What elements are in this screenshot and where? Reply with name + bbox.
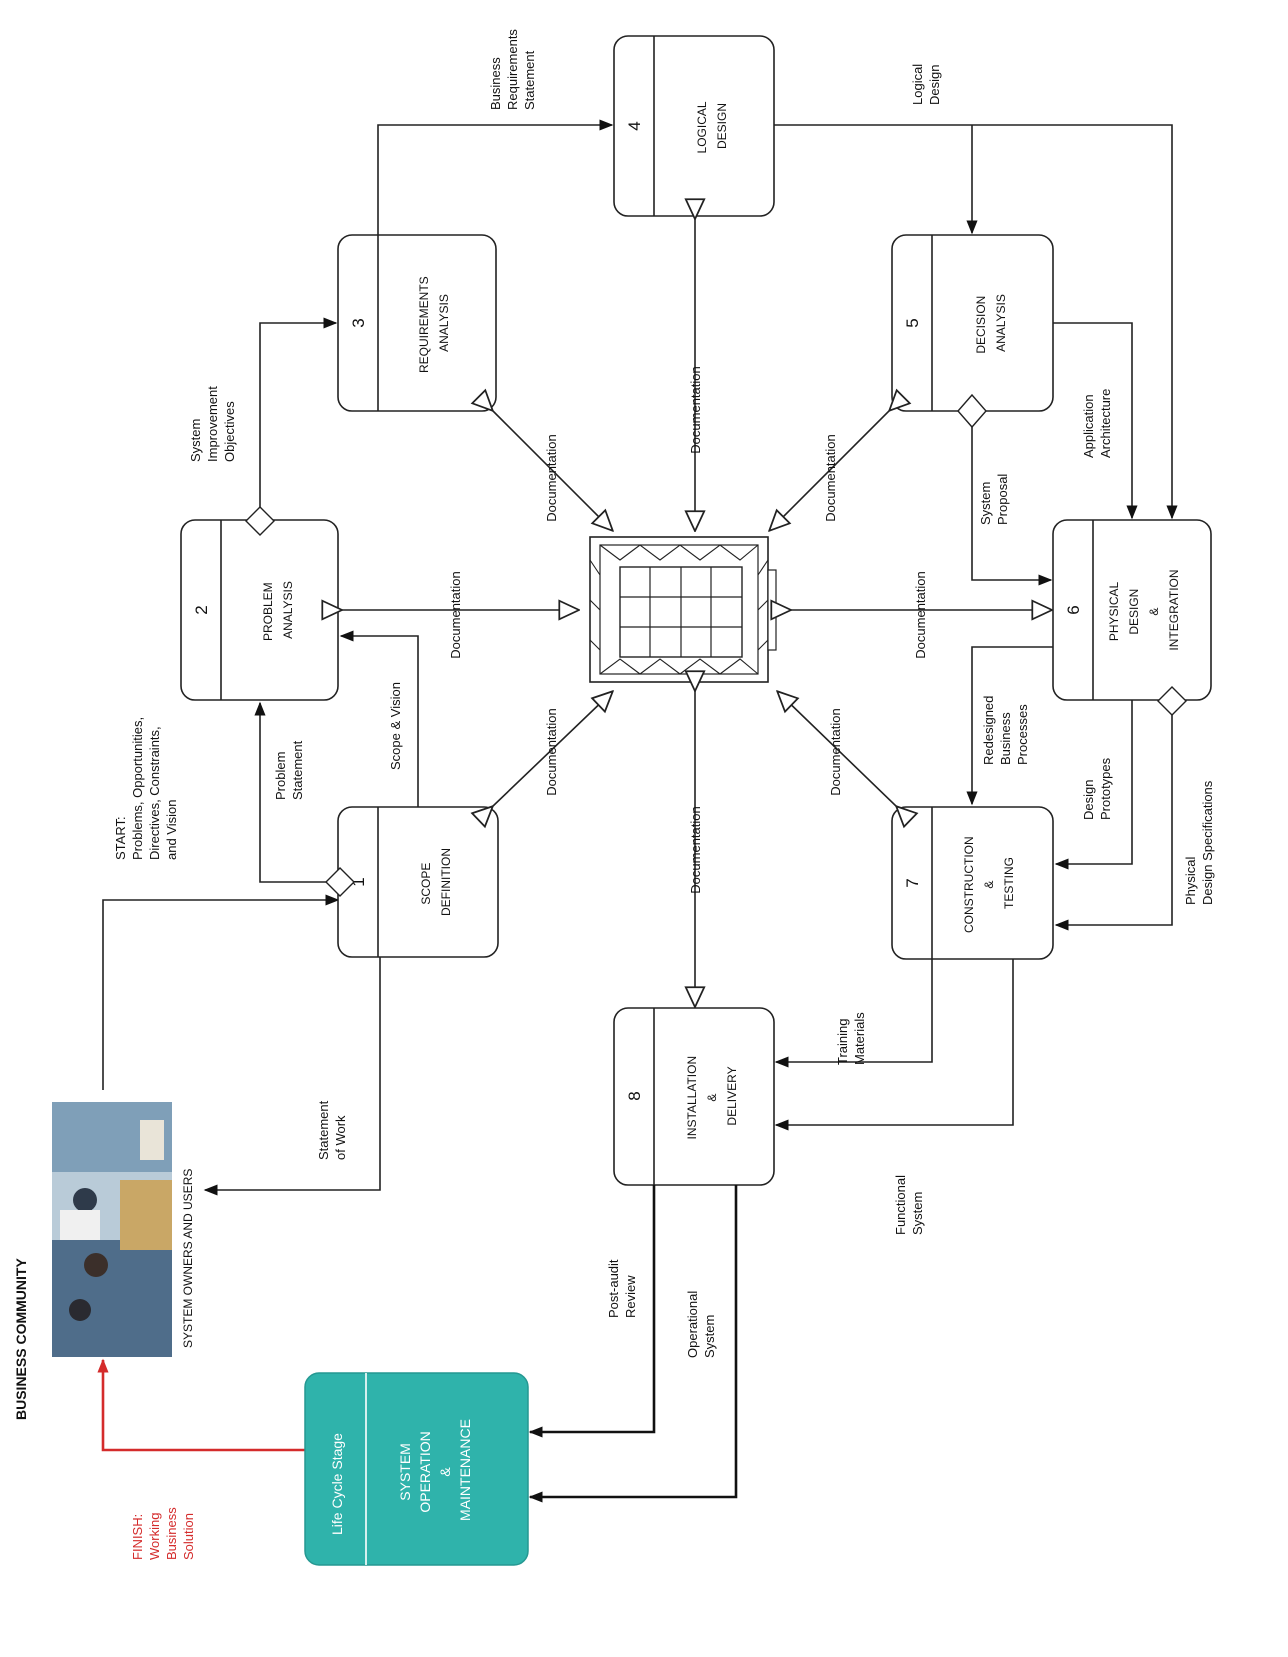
stage-7-construction-testing: 7 CONSTRUCTION & TESTING	[892, 807, 1053, 959]
stage-6-physical-design-integration: 6 PHYSICAL DESIGN & INTEGRATION	[1053, 520, 1211, 715]
design-prototypes-label: Design Prototypes	[1081, 757, 1113, 820]
scope-vision-label: Scope & Vision	[388, 682, 403, 770]
business-requirements-statement-label: Business Requirements Statement	[488, 25, 537, 110]
stage-4-number: 4	[625, 121, 644, 130]
documentation-label-stage-7: Documentation	[828, 708, 843, 795]
documentation-label-stage-8: Documentation	[688, 806, 703, 893]
application-architecture-label: Application Architecture	[1081, 389, 1113, 458]
statement-of-work-arrow	[205, 956, 380, 1190]
stage-2-problem-analysis: 2 PROBLEM ANALYSIS	[181, 507, 338, 700]
repository-icon	[590, 537, 776, 682]
physical-design-specifications-arrow	[1056, 715, 1172, 925]
post-audit-review-label: Post-audit Review	[606, 1256, 638, 1318]
scope-vision-arrow	[341, 636, 418, 807]
documentation-label-stage-4: Documentation	[688, 366, 703, 453]
stage-8-number: 8	[625, 1091, 644, 1100]
stage-1-scope-definition: 1 SCOPE DEFINITION	[326, 807, 498, 957]
stage-4-logical-design: 4 LOGICAL DESIGN	[614, 36, 774, 216]
stage-6-number: 6	[1064, 605, 1083, 614]
stage-5-number: 5	[903, 318, 922, 327]
stage-3-number: 3	[349, 318, 368, 327]
documentation-label-stage-5: Documentation	[823, 434, 838, 521]
functional-system-arrow	[776, 959, 1013, 1125]
stage-8-installation-delivery: 8 INSTALLATION & DELIVERY	[614, 1008, 774, 1185]
documentation-label-stage-1: Documentation	[544, 708, 559, 795]
start-flow-arrow	[103, 900, 338, 1090]
stage-2-number: 2	[192, 605, 211, 614]
stage-7-number: 7	[903, 878, 922, 887]
business-requirements-statement-arrow	[378, 125, 612, 235]
business-community-caption: SYSTEM OWNERS AND USERS	[181, 1169, 195, 1348]
system-proposal-label: System Proposal	[978, 474, 1010, 525]
system-improvement-objectives-label: System Improvement Objectives	[188, 383, 237, 463]
problem-statement-label: Problem Statement	[273, 740, 305, 800]
stage-5-decision-analysis: 5 DECISION ANALYSIS	[892, 235, 1053, 427]
documentation-label-stage-3: Documentation	[544, 434, 559, 521]
start-label: START: Problems, Opportunities, Directiv…	[113, 713, 179, 860]
documentation-label-stage-2: Documentation	[448, 571, 463, 658]
physical-design-specifications-label: Physical Design Specifications	[1183, 780, 1215, 905]
system-improvement-objectives-arrow	[260, 323, 336, 507]
operation-stage: Life Cycle Stage SYSTEM OPERATION & MAIN…	[305, 1373, 528, 1565]
business-community-title: BUSINESS COMMUNITY	[13, 1258, 29, 1420]
functional-system-label: Functional System	[893, 1171, 925, 1235]
documentation-label-stage-6: Documentation	[913, 571, 928, 658]
stage-3-requirements-analysis: 3 REQUIREMENTS ANALYSIS	[338, 235, 496, 411]
redesigned-business-processes-label: Redesigned Business Processes	[981, 692, 1030, 765]
logical-design-label: Logical Design	[910, 60, 942, 105]
finish-arrow	[103, 1360, 305, 1450]
training-materials-label: Training Materials	[835, 1012, 867, 1065]
operational-system-label: Operational System	[685, 1287, 717, 1358]
business-community-photo	[52, 1102, 172, 1357]
operation-stage-header: Life Cycle Stage	[329, 1433, 345, 1535]
statement-of-work-label: Statement of Work	[316, 1097, 348, 1160]
finish-label: FINISH: Working Business Solution	[130, 1504, 196, 1560]
